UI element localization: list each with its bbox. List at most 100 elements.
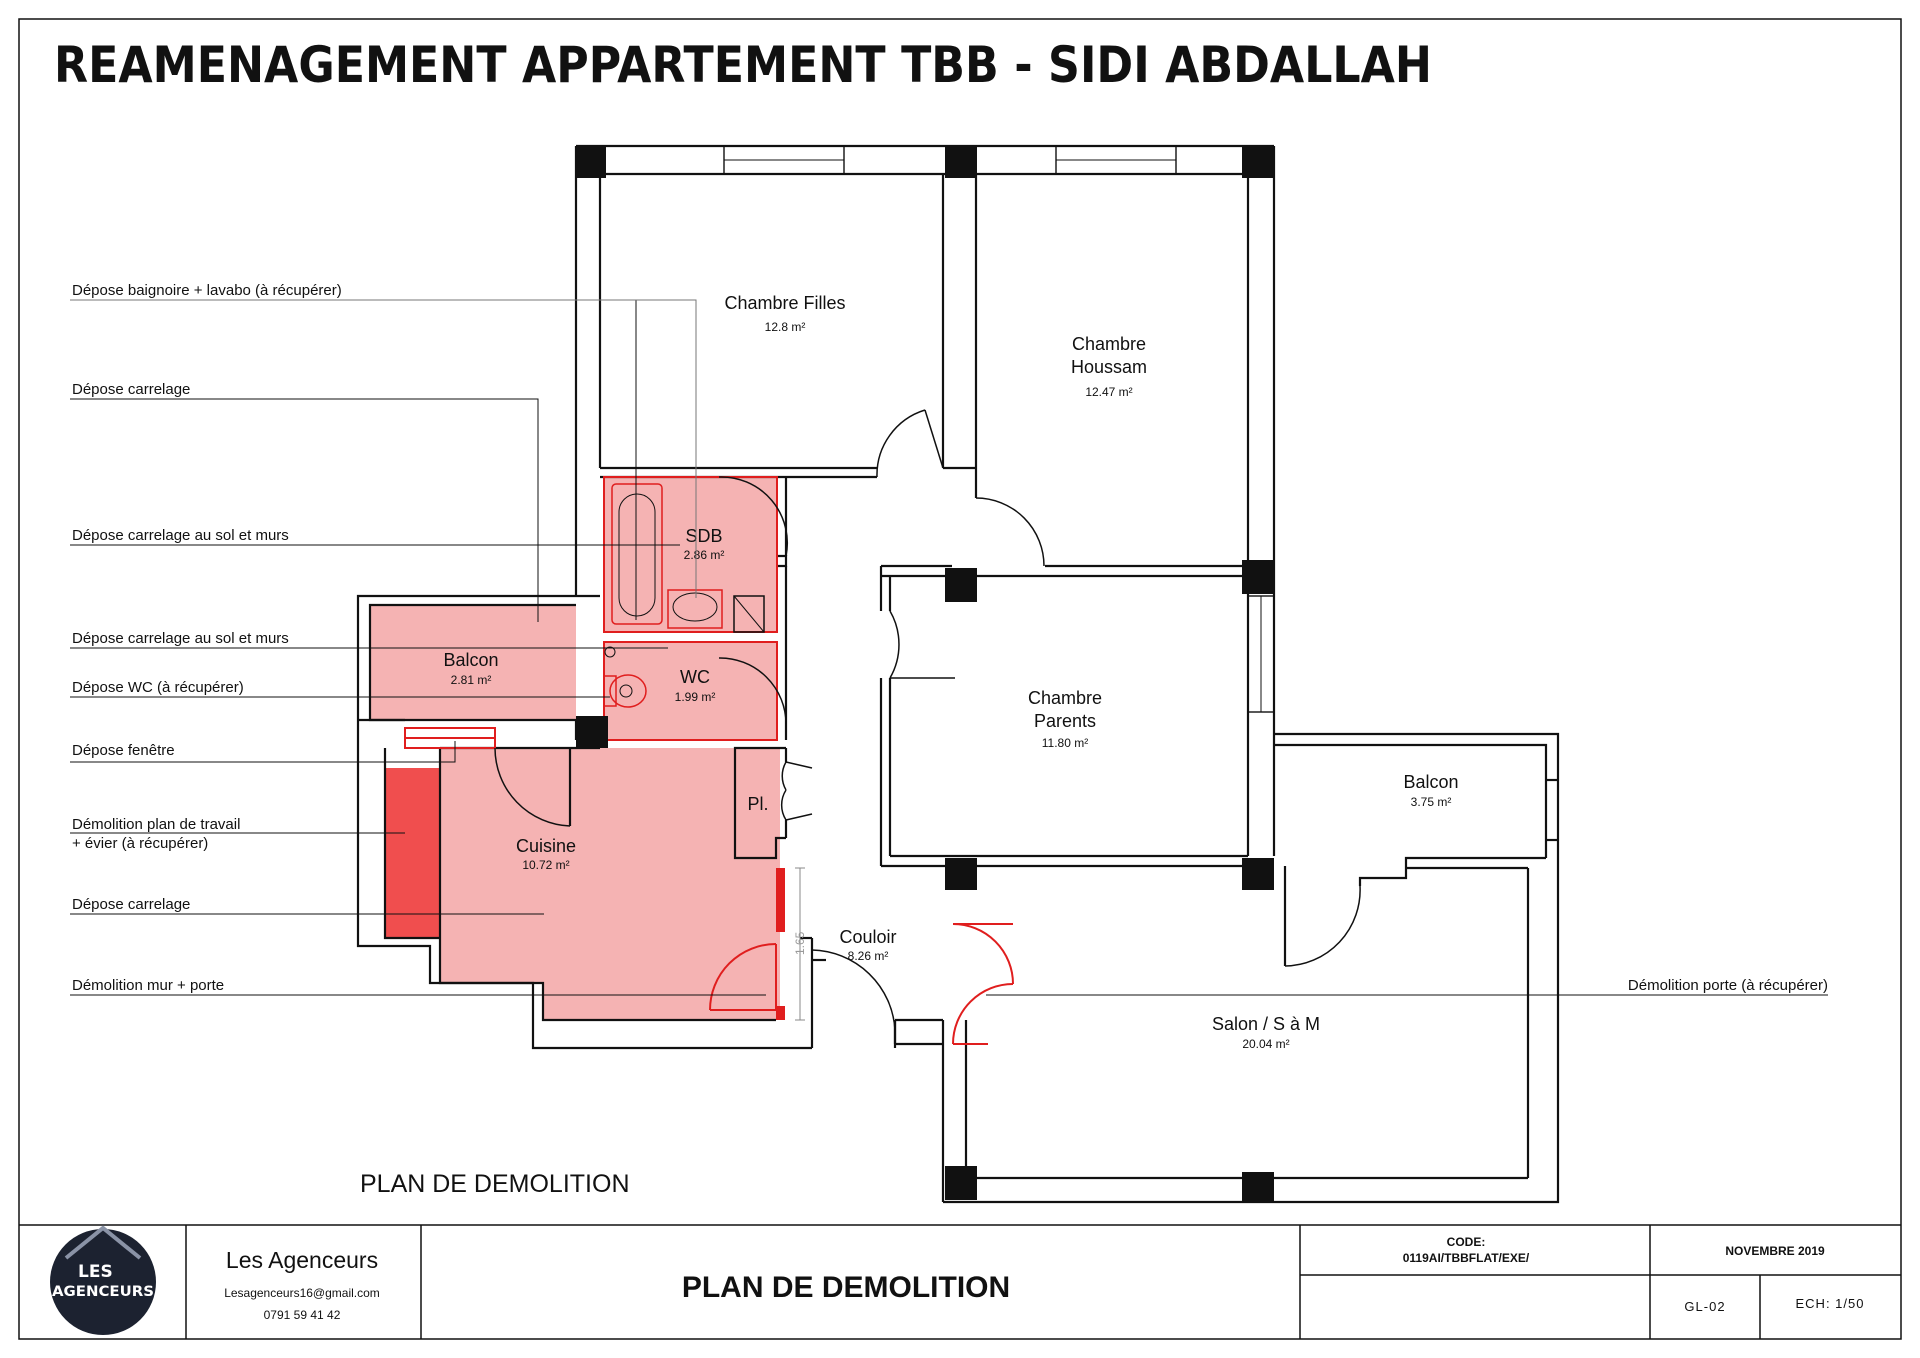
- column: [1242, 1172, 1274, 1202]
- column: [576, 146, 606, 178]
- balcony-tiles-fill: [370, 605, 576, 720]
- demolition-zones: [370, 477, 785, 1020]
- company-logo: LES AGENCEURS: [50, 1225, 156, 1335]
- annotations: Dépose baignoire + lavabo (à récupérer) …: [70, 282, 1828, 996]
- wc-valve-icon: [604, 646, 616, 658]
- balcony-wall: [943, 732, 1560, 1204]
- code-value: 0119AI/TBBFLAT/EXE/: [1403, 1251, 1530, 1265]
- door-demolition-arc: [709, 943, 777, 1011]
- company-phone: 0791 59 41 42: [264, 1308, 341, 1322]
- room-name-balcon-left: Balcon: [443, 650, 498, 670]
- room-name-chambre-filles: Chambre Filles: [724, 293, 845, 313]
- column: [945, 1166, 977, 1200]
- logo-text-line2: AGENCEURS: [52, 1284, 154, 1300]
- leader-line: [70, 741, 456, 763]
- room-area-cuisine: 10.72 m²: [522, 858, 569, 872]
- wall-demolition-mark-2: [776, 1006, 785, 1020]
- kitchen-demolition-fill: [440, 748, 780, 1020]
- door-demolition-arc: [952, 983, 1014, 1045]
- annotation-demolition-mur-porte: Démolition mur + porte: [72, 977, 224, 994]
- annotation-depose-carrelage-wc: Dépose carrelage au sol et murs: [72, 630, 289, 647]
- door-leaf: [785, 761, 813, 769]
- annotation-depose-fenetre: Dépose fenêtre: [72, 742, 175, 759]
- room-name-couloir: Couloir: [839, 927, 896, 947]
- bathtub-inner: [618, 493, 656, 617]
- wall-segment: [383, 748, 440, 940]
- column: [1242, 858, 1274, 890]
- room-name-wc: WC: [680, 667, 710, 687]
- door-leaf: [924, 409, 944, 469]
- door-arc: [718, 476, 789, 557]
- door-arc: [494, 747, 571, 827]
- room-name-chambre-parents-line2: Parents: [1034, 711, 1096, 731]
- shower-tray-line: [733, 595, 765, 633]
- drawing-scale: ECH: 1/50: [1796, 1296, 1865, 1311]
- room-area-balcon-left: 2.81 m²: [451, 673, 492, 687]
- room-area-salon: 20.04 m²: [1242, 1037, 1289, 1051]
- room-name-sdb: SDB: [685, 526, 722, 546]
- shower-tray: [733, 595, 765, 633]
- wc-tank: [603, 675, 617, 707]
- columns: [576, 146, 1274, 1202]
- room-name-chambre-houssam-line2: Houssam: [1071, 357, 1147, 377]
- wall-segment: [1358, 856, 1546, 886]
- leader-line: [70, 299, 697, 598]
- title-block: [19, 1224, 1901, 1339]
- column: [945, 568, 977, 602]
- annotation-depose-carrelage-cuisine: Dépose carrelage: [72, 896, 190, 913]
- company-name: Les Agenceurs: [226, 1247, 378, 1273]
- logo-roof-icon: [64, 1225, 142, 1260]
- room-name-placard: Pl.: [747, 794, 768, 814]
- fixtures: [603, 483, 765, 708]
- bathtub: [611, 483, 663, 625]
- drawing-title: PLAN DE DEMOLITION: [682, 1271, 1010, 1304]
- exterior-wall: [356, 594, 812, 1050]
- annotation-depose-carrelage-balcon: Dépose carrelage: [72, 381, 190, 398]
- door-demolition-arc: [952, 923, 1014, 985]
- wc-seat-hole: [619, 684, 633, 698]
- leader-line: [70, 299, 637, 620]
- door-arc: [876, 409, 926, 478]
- washbasin: [667, 589, 723, 629]
- column: [945, 146, 977, 178]
- code-label: CODE:: [1447, 1235, 1486, 1249]
- worktop-demolition-fill: [385, 768, 440, 938]
- annotation-demolition-plan-travail-line2: + évier (à récupérer): [72, 835, 208, 852]
- logo-text-line1: LES: [78, 1262, 113, 1282]
- dimension: [795, 867, 805, 1021]
- floor-plan: 1.65 Chambre Filles 12.8 m² Chambre Hous…: [356, 144, 1560, 1204]
- wall-demolition-mark-1: [776, 868, 785, 932]
- logo-circle: [50, 1229, 156, 1335]
- column: [576, 716, 608, 748]
- annotation-depose-baignoire: Dépose baignoire + lavabo (à récupérer): [72, 282, 342, 299]
- company-email: Lesagenceurs16@gmail.com: [224, 1286, 380, 1300]
- annotation-depose-carrelage-sdb: Dépose carrelage au sol et murs: [72, 527, 289, 544]
- room-area-couloir: 8.26 m²: [848, 949, 889, 963]
- sdb-outline: [603, 476, 778, 633]
- drawing-main-title: REAMENAGEMENT APPARTEMENT TBB - SIDI ABD…: [54, 36, 1432, 94]
- room-area-sdb: 2.86 m²: [684, 548, 725, 562]
- door-arc: [718, 657, 787, 725]
- wc-demolition-fill: [604, 642, 777, 740]
- column: [1242, 146, 1274, 178]
- leader-line: [70, 398, 539, 622]
- room-area-chambre-houssam: 12.47 m²: [1085, 385, 1132, 399]
- dimension-label: 1.65: [793, 931, 807, 955]
- sheet-number: GL-02: [1684, 1299, 1725, 1314]
- annotation-demolition-plan-travail: Démolition plan de travail: [72, 816, 240, 833]
- door-arc: [1284, 885, 1361, 967]
- leader-lines: [70, 299, 1828, 996]
- doors: [494, 409, 1361, 1031]
- room-name-chambre-houssam-line1: Chambre: [1072, 334, 1146, 354]
- room-area-chambre-filles: 12.8 m²: [765, 320, 806, 334]
- door-arc: [811, 949, 896, 1031]
- wc-bowl: [609, 674, 647, 708]
- sdb-demolition-fill: [604, 477, 777, 632]
- balcony-wall: [1274, 743, 1548, 858]
- cupboard-wall: [733, 746, 786, 860]
- sheet-border: [18, 18, 1902, 1340]
- wall-segment: [438, 748, 776, 1022]
- room-labels: Chambre Filles 12.8 m² Chambre Houssam 1…: [443, 293, 1458, 1051]
- annotation-depose-wc: Dépose WC (à récupérer): [72, 679, 244, 696]
